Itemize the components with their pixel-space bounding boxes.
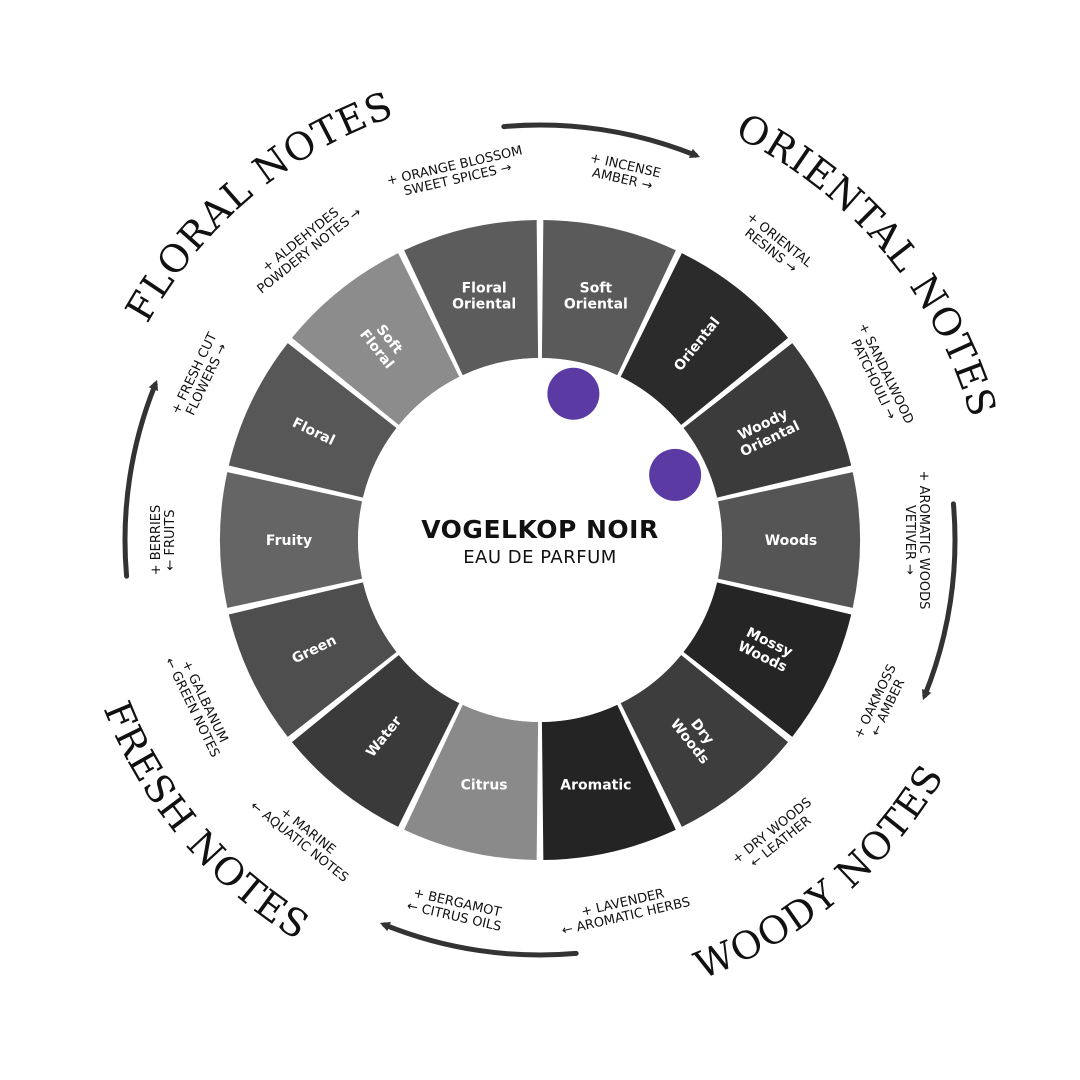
segment-aromatic bbox=[541, 704, 676, 860]
center-disc bbox=[358, 358, 722, 722]
segment-water bbox=[291, 654, 460, 827]
notes-oriental: + ORIENTALRESINS → bbox=[735, 210, 816, 282]
notes-soft-oriental: + INCENSEAMBER → bbox=[585, 151, 662, 195]
segment-label-fruity: Fruity bbox=[266, 533, 312, 549]
segment-fruity bbox=[220, 472, 363, 608]
notes-mossy-woods: + OAKMOSS← AMBER bbox=[851, 662, 912, 747]
segment-soft-floral bbox=[291, 253, 460, 426]
segment-floral-oriental bbox=[404, 220, 539, 376]
segment-citrus bbox=[404, 704, 539, 860]
segment-soft-oriental bbox=[541, 220, 676, 376]
outer-ring-arcs bbox=[122, 122, 958, 958]
notes-citrus: + BERGAMOT← CITRUS OILS bbox=[405, 885, 505, 935]
segment-green bbox=[228, 582, 397, 737]
ring-arrow-1 bbox=[379, 922, 579, 958]
notes-woody-oriental: + SANDALWOODPATCHOULI → bbox=[842, 321, 916, 433]
segment-label-aromatic: Aromatic bbox=[560, 778, 631, 794]
notes-floral: + FRESH CUTFLOWERS → bbox=[169, 330, 234, 422]
segment-label-woods: Woods bbox=[765, 533, 818, 549]
notes-woods: + AROMATIC WOODSVETIVER → bbox=[902, 471, 931, 610]
notes-green: + GALBANUM← GREEN NOTES bbox=[161, 649, 234, 760]
segment-floral bbox=[228, 343, 397, 498]
segment-oriental bbox=[620, 253, 789, 426]
product-name: VOGELKOP NOIR bbox=[421, 515, 658, 544]
segment-dry-woods bbox=[620, 654, 789, 827]
marker-woody-oriental bbox=[649, 448, 702, 501]
marker-soft-oriental bbox=[547, 367, 600, 420]
notes-aromatic: + LAVENDER← AROMATIC HERBS bbox=[557, 881, 691, 938]
notes-soft-floral: + ALDEHYDESPOWDERY NOTES → bbox=[246, 194, 365, 297]
notes-dry-woods: + DRY WOODS← LEATHER bbox=[730, 795, 824, 878]
segment-label-citrus: Citrus bbox=[461, 778, 508, 794]
notes-water: + MARINE← AQUATIC NOTES bbox=[247, 788, 359, 886]
ring-arrow-0 bbox=[922, 501, 958, 701]
segment-woody-oriental bbox=[683, 343, 852, 498]
ring-arrow-3 bbox=[501, 122, 701, 158]
notes-fruity: + BERRIES← FRUITS bbox=[149, 505, 178, 576]
product-type: EAU DE PARFUM bbox=[463, 547, 617, 568]
selection-markers bbox=[547, 367, 702, 501]
notes-floral-oriental: + ORANGE BLOSSOMSWEET SPICES → bbox=[385, 143, 527, 202]
segment-mossy-woods bbox=[683, 582, 852, 737]
ring-arrow-2 bbox=[122, 379, 158, 579]
segment-woods bbox=[717, 472, 861, 608]
